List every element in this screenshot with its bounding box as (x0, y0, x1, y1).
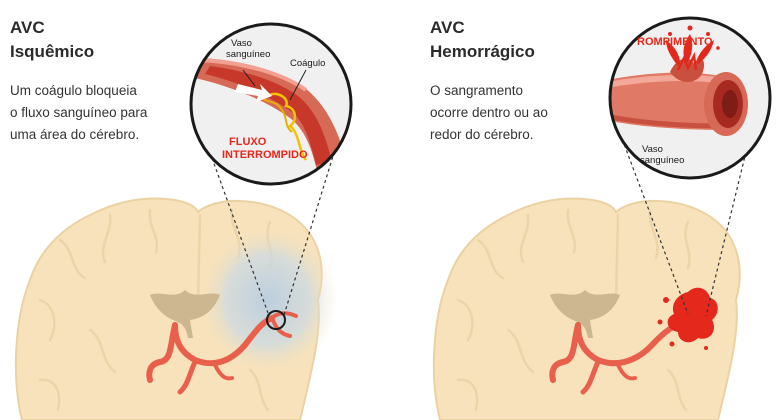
brain-gyri (456, 208, 691, 412)
zoom-lines (211, 139, 339, 316)
ischemic-desc-line: uma área do cérebro. (10, 127, 140, 142)
zoom-lines (617, 127, 747, 317)
ischemic-desc-line: o fluxo sanguíneo para (10, 105, 148, 120)
hemorrhagic-title-line1: AVC (430, 18, 465, 37)
ischemic-desc-line: Um coágulo bloqueia (10, 83, 137, 98)
ischemic-description: Um coágulo bloqueia o fluxo sanguíneo pa… (10, 80, 190, 146)
ventricles (150, 290, 220, 338)
hemorrhagic-title: AVC Hemorrágico (430, 16, 535, 64)
ischemic-inset: Vaso sanguíneo Coágulo FLUXO INTERROMPID… (189, 22, 353, 186)
hemorrhagic-description: O sangramento ocorre dentro ou ao redor … (430, 80, 610, 146)
inset-label-rupture: ROMPIMENTO (637, 36, 713, 48)
hemorrhage-area (657, 287, 718, 350)
ventricles (550, 290, 620, 338)
ischemic-title-line1: AVC (10, 18, 45, 37)
inset-label-flow-interrupted: FLUXO INTERROMPIDO (222, 136, 308, 161)
ischemic-illustration: Vaso sanguíneo Coágulo FLUXO INTERROMPID… (14, 22, 353, 420)
inset-label-vessel: Vaso sanguíneo (226, 38, 270, 60)
hemorrhagic-desc-line: O sangramento (430, 83, 524, 98)
ischemic-title-line2: Isquêmico (10, 42, 95, 61)
hemorrhagic-illustration: ROMPIMENTO Vaso sanguíneo (432, 16, 772, 420)
inset-label-clot: Coágulo (290, 58, 325, 69)
hemorrhagic-title-line2: Hemorrágico (430, 42, 535, 61)
hemorrhagic-desc-line: redor do cérebro. (430, 127, 534, 142)
ischemic-title: AVC Isquêmico (10, 16, 94, 64)
hemorrhagic-stroke-panel: ROMPIMENTO Vaso sanguíneo AVC Hemorrágic… (390, 0, 780, 420)
hemorrhagic-inset: ROMPIMENTO Vaso sanguíneo (608, 16, 772, 180)
hemorrhagic-desc-line: ocorre dentro ou ao (430, 105, 548, 120)
inset-label-vessel: Vaso sanguíneo (640, 144, 684, 166)
ischemic-area (198, 225, 338, 375)
ischemic-stroke-panel: Vaso sanguíneo Coágulo FLUXO INTERROMPID… (10, 16, 353, 420)
brain-arteries (549, 315, 693, 395)
brain-arteries (146, 311, 298, 395)
clot-location-marker (266, 310, 286, 330)
